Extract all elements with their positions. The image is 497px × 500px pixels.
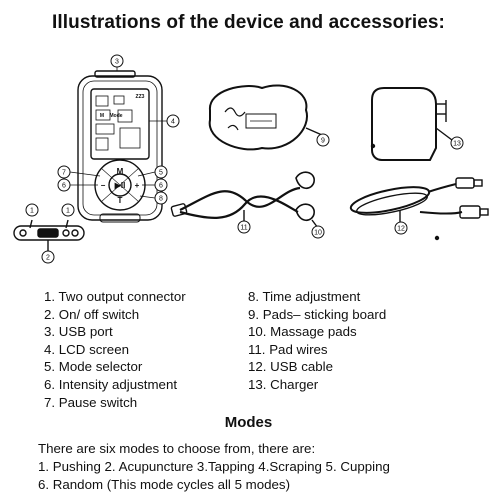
minus-button-label: − bbox=[101, 181, 106, 190]
modes-intro: There are six modes to choose from, ther… bbox=[38, 441, 316, 456]
legend-item: 10. Massage pads bbox=[248, 324, 357, 340]
modes-description: There are six modes to choose from, ther… bbox=[38, 440, 390, 494]
legend-item: 8. Time adjustment bbox=[248, 289, 361, 304]
callout-1: 1 bbox=[30, 208, 34, 215]
callout-6-left: 6 bbox=[62, 183, 66, 190]
massage-pads bbox=[295, 171, 319, 229]
pads-sticking-board bbox=[208, 84, 323, 151]
lcd-text-1: ZZ3 bbox=[136, 94, 145, 100]
callout-9: 9 bbox=[321, 138, 325, 145]
callout-2: 2 bbox=[46, 255, 50, 262]
legend-item: 12. USB cable bbox=[248, 359, 334, 375]
legend-right: 8. Time adjustment 9. Pads– sticking boa… bbox=[248, 288, 386, 394]
lcd-text-3: Mode bbox=[109, 113, 122, 119]
modes-line-1: 1. Pushing 2. Acupuncture 3.Tapping 4.Sc… bbox=[38, 459, 390, 474]
callout-13: 13 bbox=[453, 141, 461, 148]
legend-item: 7. Pause switch bbox=[44, 394, 138, 410]
usb-cable bbox=[349, 177, 489, 241]
callout-4: 4 bbox=[171, 119, 175, 126]
callout-3: 3 bbox=[115, 59, 119, 66]
lcd-screen bbox=[90, 88, 150, 160]
legend-item: 9. Pads– sticking board bbox=[248, 306, 387, 322]
legend-item: 6. Intensity adjustment bbox=[44, 376, 178, 392]
callout-6: 6 bbox=[159, 183, 163, 190]
legend-item: 2. On/ off switch bbox=[44, 306, 140, 322]
legend-item: 3. USB port bbox=[44, 324, 113, 340]
legend-item: 13. Charger bbox=[248, 376, 319, 392]
pause-button-label: ▶II bbox=[114, 181, 126, 190]
legend-item: 1. Two output connector bbox=[44, 289, 186, 304]
callout-8: 8 bbox=[159, 196, 163, 203]
device-illustration: M − + ▶II T ZZ3 M Mode 3 4 7 bbox=[13, 54, 489, 264]
plus-button-label: + bbox=[135, 181, 140, 190]
page-title: Illustrations of the device and accessor… bbox=[52, 12, 445, 33]
pad-wires bbox=[170, 186, 301, 222]
mode-button-label: M bbox=[117, 167, 124, 176]
callout-10: 10 bbox=[314, 230, 322, 237]
legend-item: 5. Mode selector bbox=[44, 359, 143, 375]
modes-heading: Modes bbox=[224, 414, 273, 431]
callout-7: 7 bbox=[62, 170, 66, 177]
callout-11: 11 bbox=[240, 225, 247, 232]
legend-left: 1. Two output connector 2. On/ off switc… bbox=[44, 288, 186, 411]
charger bbox=[370, 87, 453, 161]
time-button-label: T bbox=[118, 196, 123, 205]
legend-item: 4. LCD screen bbox=[44, 341, 129, 357]
legend-item: 11. Pad wires bbox=[248, 341, 328, 357]
device-bottom-view bbox=[13, 219, 85, 252]
callout-12: 12 bbox=[397, 226, 405, 233]
callout-1b: 1 bbox=[66, 208, 70, 215]
modes-line-2: 6. Random (This mode cycles all 5 modes) bbox=[38, 477, 290, 492]
callout-5: 5 bbox=[159, 170, 163, 177]
lcd-text-2: M bbox=[100, 113, 104, 119]
